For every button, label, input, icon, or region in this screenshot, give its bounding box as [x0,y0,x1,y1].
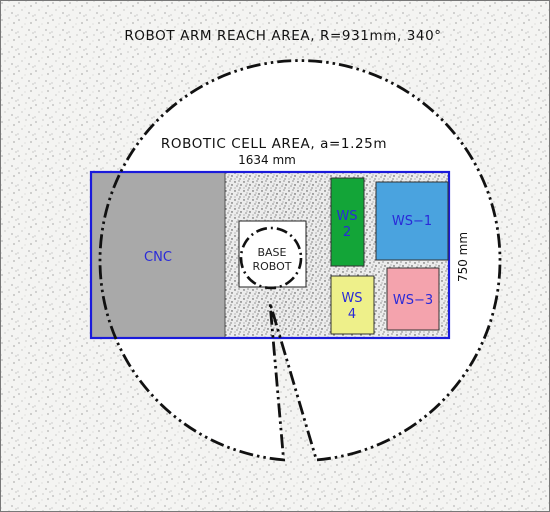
ws3-station [386,267,440,331]
reach-area-title: ROBOT ARM REACH AREA, R=931mm, 340° [124,28,441,44]
ws4-station [330,275,375,335]
base-robot-label-line2: ROBOT [252,260,291,273]
ws1-station [375,181,449,261]
base-robot-square [238,220,307,288]
cell-width-dimension: 1634 mm [238,153,296,167]
ws2-label-line2: 2 [343,225,351,240]
cell-height-dimension: 750 mm [456,232,470,282]
base-robot-label-line1: BASE [257,246,286,259]
ws3-label: WS−3 [393,293,433,308]
cnc-machine [90,171,226,339]
ws2-label-line1: WS [336,209,357,224]
ws4-label-line1: WS [341,291,362,306]
ws1-label: WS−1 [392,214,432,229]
ws2-station [330,177,365,267]
robot-reach-boundary [98,59,502,462]
cell-area-title: ROBOTIC CELL AREA, a=1.25m [161,136,387,152]
cnc-label: CNC [144,250,172,265]
base-robot-circle [239,226,303,290]
robotic-cell-boundary [89,170,451,340]
ws4-label-line2: 4 [348,307,356,322]
